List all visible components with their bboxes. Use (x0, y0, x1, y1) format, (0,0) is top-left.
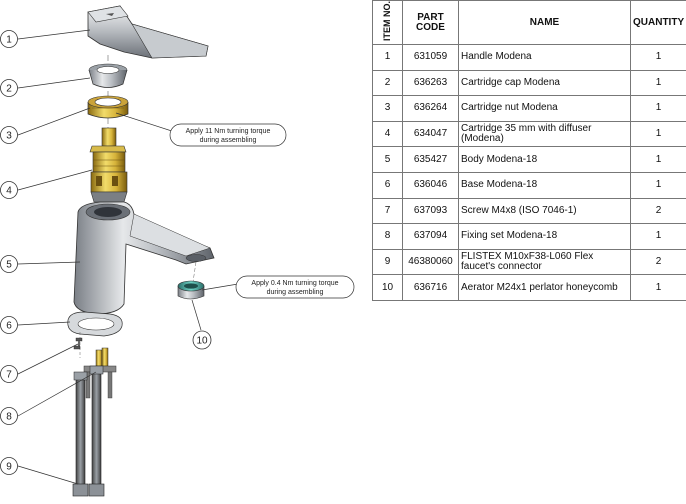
cell-part-code: 636263 (402, 69, 459, 97)
cell-name: Screw M4x8 (ISO 7046-1) (458, 197, 631, 225)
cell-quantity: 1 (630, 95, 686, 122)
cell-part-code: 636716 (402, 274, 459, 301)
callout-2: 2 (0, 79, 18, 97)
cell-part-code: 631059 (402, 44, 459, 71)
svg-text:5: 5 (6, 260, 12, 271)
header-name: NAME (458, 0, 631, 45)
cell-part-code: 635427 (402, 146, 459, 173)
svg-text:2: 2 (6, 84, 12, 95)
svg-text:7: 7 (6, 370, 12, 381)
torque-note-aerator: Apply 0.4 Nm turning torque during assem… (235, 275, 355, 299)
leader-lines (17, 29, 239, 485)
table-header-row: ITEM NO. PART CODE NAME QUANTITY (372, 0, 686, 45)
callout-9: 9 (0, 457, 18, 475)
screws-part (73, 332, 83, 358)
cell-name: Aerator M24x1 perlator honeycomb (458, 274, 631, 301)
cell-item-no: 4 (372, 120, 403, 148)
svg-text:during assembling: during assembling (200, 137, 257, 144)
cell-item-no: 10 (372, 274, 403, 301)
faucet-body-part (73, 201, 215, 315)
cell-quantity: 1 (630, 223, 686, 250)
svg-text:Apply 0.4 Nm turning torque: Apply 0.4 Nm turning torque (251, 280, 338, 287)
cell-item-no: 1 (372, 44, 403, 71)
header-quantity: QUANTITY (630, 0, 686, 45)
cell-part-code: 636264 (402, 95, 459, 122)
callout-7: 7 (0, 365, 18, 383)
cell-name: Cartridge nut Modena (458, 95, 631, 122)
aerator-part (177, 261, 205, 300)
torque-note-cartridge: Apply 11 Nm turning torque during assemb… (169, 123, 287, 147)
cell-quantity: 2 (630, 197, 686, 225)
svg-text:6: 6 (6, 321, 12, 332)
svg-text:1: 1 (6, 35, 12, 46)
callout-10: 10 (192, 330, 212, 350)
cell-item-no: 2 (372, 69, 403, 97)
cell-item-no: 5 (372, 146, 403, 173)
svg-text:3: 3 (6, 131, 12, 142)
callout-5: 5 (0, 255, 18, 273)
svg-text:Apply 11 Nm turning torque: Apply 11 Nm turning torque (186, 128, 271, 135)
flex-hoses-part (72, 365, 105, 497)
cell-quantity: 1 (630, 69, 686, 97)
cell-quantity: 1 (630, 120, 686, 148)
svg-text:10: 10 (196, 336, 208, 347)
callout-6: 6 (0, 316, 18, 334)
cell-name: Cartridge cap Modena (458, 69, 631, 97)
cell-item-no: 6 (372, 171, 403, 199)
cell-item-no: 9 (372, 248, 403, 276)
callout-8: 8 (0, 407, 18, 425)
cell-quantity: 1 (630, 146, 686, 173)
cartridge-nut-part (87, 95, 129, 119)
header-part-code: PART CODE (402, 0, 459, 45)
cell-name: FLISTEX M10xF38-L060 Flex faucet's conne… (458, 248, 631, 276)
cell-part-code: 637094 (402, 223, 459, 250)
cell-name: Base Modena-18 (458, 171, 631, 199)
cell-name: Fixing set Modena-18 (458, 223, 631, 250)
header-item-no: ITEM NO. (372, 0, 403, 45)
cell-part-code: 636046 (402, 171, 459, 199)
svg-text:during assembling: during assembling (267, 289, 324, 296)
cell-quantity: 2 (630, 248, 686, 276)
base-plate-part (67, 311, 123, 337)
cell-name: Handle Modena (458, 44, 631, 71)
cell-item-no: 3 (372, 95, 403, 122)
svg-text:8: 8 (6, 412, 12, 423)
callout-1: 1 (0, 30, 18, 48)
cell-name: Cartridge 35 mm with diffuser (Modena) (458, 120, 631, 148)
cell-part-code: 634047 (402, 120, 459, 148)
cell-item-no: 8 (372, 223, 403, 250)
cell-quantity: 1 (630, 274, 686, 301)
cartridge-part (89, 127, 128, 203)
handle-part (87, 5, 209, 59)
callout-3: 3 (0, 126, 18, 144)
cell-part-code: 46380060 (402, 248, 459, 276)
cell-quantity: 1 (630, 171, 686, 199)
cell-name: Body Modena-18 (458, 146, 631, 173)
cartridge-cap-part (88, 63, 128, 88)
svg-text:4: 4 (6, 186, 12, 197)
svg-text:9: 9 (6, 462, 12, 473)
callout-4: 4 (0, 181, 18, 199)
cell-quantity: 1 (630, 44, 686, 71)
exploded-view-diagram: 1 2 3 4 5 6 7 8 9 10 Apply 11 Nm turning… (0, 5, 355, 497)
cell-item-no: 7 (372, 197, 403, 225)
cell-part-code: 637093 (402, 197, 459, 225)
